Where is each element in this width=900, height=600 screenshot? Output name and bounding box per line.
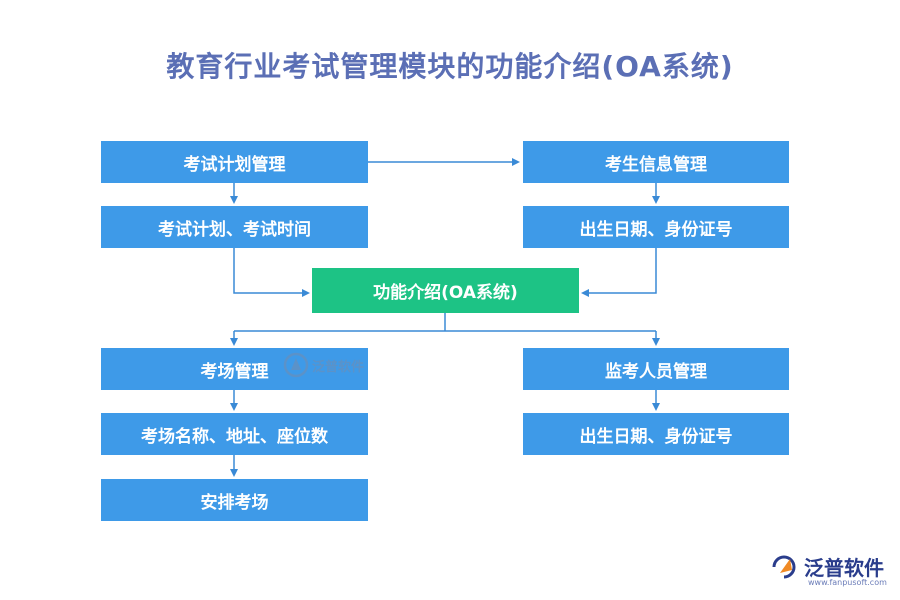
diagram-title: 教育行业考试管理模块的功能介绍(OA系统) [166, 50, 734, 83]
brand-url: www.fanpusoft.com [808, 578, 887, 587]
watermark: 泛普软件 [283, 352, 364, 378]
watermark-text: 泛普软件 [312, 359, 365, 375]
node-exam-plan: 考试计划管理 [101, 141, 368, 183]
node-venue: 考场管理 [101, 348, 368, 390]
node-candidate-detail: 出生日期、身份证号 [523, 206, 789, 248]
node-exam-plan-detail: 考试计划、考试时间 [101, 206, 368, 248]
node-venue-detail: 考场名称、地址、座位数 [101, 413, 368, 455]
arrow-plan-detail-to-center [233, 248, 310, 297]
fanpu-logo-icon [772, 555, 796, 578]
node-invigilator: 监考人员管理 [523, 348, 789, 390]
brand-logo: 泛普软件 [770, 552, 884, 581]
watermark-logo-icon [283, 352, 309, 378]
brand-name: 泛普软件 [804, 556, 884, 580]
node-invigilator-detail: 出生日期、身份证号 [523, 413, 789, 455]
node-arrange: 安排考场 [101, 479, 368, 521]
node-candidate-info: 考生信息管理 [523, 141, 789, 183]
node-center: 功能介绍(OA系统) [312, 268, 579, 313]
arrow-candidate-detail-to-center [581, 248, 657, 297]
